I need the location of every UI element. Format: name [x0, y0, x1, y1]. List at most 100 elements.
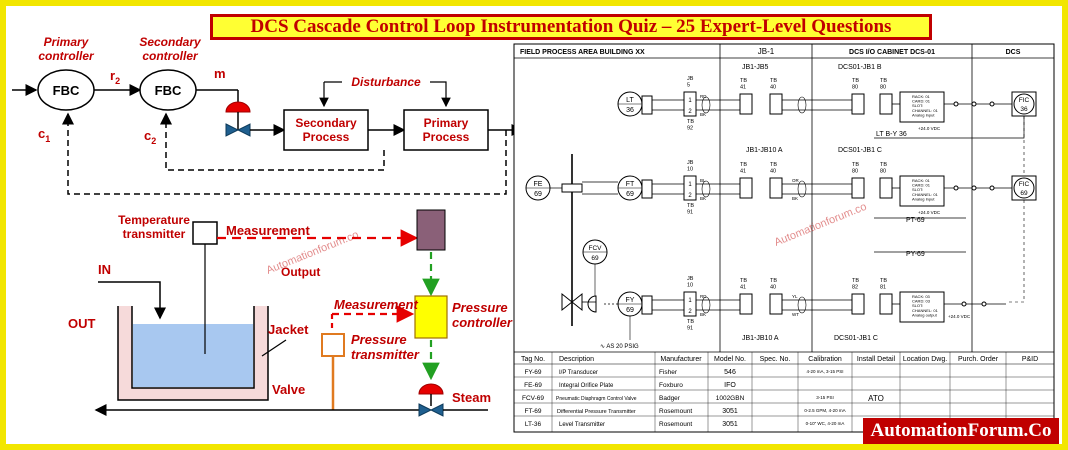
lt36-wire-rd: RD [700, 94, 707, 99]
fy69-tb82 [851, 293, 865, 315]
lt36-node-3 [989, 101, 995, 107]
table-header: P&ID [1022, 356, 1038, 363]
pressure-transmitter-label-line: transmitter [351, 347, 420, 362]
fy69-jb-ref: JB1-JB10 A [742, 335, 779, 342]
lt36-jb-ref: JB1-JB5 [742, 64, 769, 71]
temperature-transmitter-label-line: transmitter [123, 227, 186, 241]
fcv69-number: 69 [591, 255, 599, 262]
fy69-vdc: +24.0 VDC [948, 314, 971, 319]
ft69-wire-or: OR [792, 178, 800, 183]
fy69-wire-yl: YL [792, 294, 798, 299]
output-label: Output [281, 265, 320, 279]
table-cell: FY-69 [524, 369, 541, 376]
lt36-jb-2: 2 [688, 109, 692, 115]
c1-label: c1 [38, 126, 50, 144]
lt36-shield-2 [797, 96, 807, 114]
table-cell: 1002GBN [716, 395, 745, 402]
primary-process-label-line: Process [423, 130, 470, 144]
ft69-terminal [641, 179, 653, 199]
brand-badge: AutomationForum.Co [863, 418, 1059, 444]
ft69-tb80a-label-line: 80 [852, 168, 858, 174]
lt36-shield-1 [701, 96, 711, 114]
table-header: Model No. [714, 356, 746, 363]
lt36-jb-terminal [683, 91, 697, 117]
fy69-number: 69 [626, 307, 634, 314]
lt36-io-card [899, 91, 945, 123]
disturbance-label: Disturbance [351, 75, 421, 89]
ft69-jb-terminal [683, 175, 697, 201]
fcv69-actuator [587, 295, 597, 313]
table-cell: Rosemount [659, 408, 692, 415]
air-supply-wave: ∿ [600, 344, 606, 350]
fy69-node-1 [961, 301, 967, 307]
table-cell: Foxburo [659, 382, 683, 389]
fy69-jb-label-line: 10 [687, 282, 693, 288]
in-feed-arrow [98, 281, 166, 320]
measurement-label-2: Measurement [334, 297, 418, 312]
table-cell: Badger [659, 395, 681, 402]
ft69-tb80b [879, 177, 893, 199]
ft69-jb-1: 1 [688, 182, 692, 188]
table-header: Purch. Order [958, 356, 999, 363]
loop-drawing: FIELD PROCESS AREA BUILDING XX JB-1 DCS … [513, 43, 1055, 433]
lt36-jb-label-line: 5 [687, 82, 690, 88]
fy69-tb81-label-line: 81 [880, 284, 886, 290]
ft69-vdc: +24.0 VDC [918, 210, 941, 215]
lt36-node-1 [953, 101, 959, 107]
fic36-type: FIC [1019, 97, 1030, 104]
fic36-bubble [1013, 93, 1035, 115]
instrument-index-table: Tag No. Description Manufacturer Model N… [514, 351, 1054, 432]
fy69-wire-rd: RD [700, 294, 707, 299]
table-header: Spec. No. [760, 356, 791, 363]
table-header: Location Dwg. [903, 356, 947, 363]
fy69-jb-1: 1 [688, 298, 692, 304]
table-cell: 3-15 PSI [816, 395, 834, 400]
orifice-plate [561, 183, 583, 193]
fy69-tb41-label-line: 41 [740, 284, 746, 290]
section-jb1: JB-1 [758, 47, 775, 56]
primary-process-box [403, 109, 489, 151]
lt36-tb41 [739, 93, 753, 115]
fy69-io-card-text-line: Analog output [912, 312, 938, 317]
c2-label: c2 [144, 128, 156, 146]
fe69-type: FE [534, 181, 543, 188]
fy69-io-card-text-line: CHANNEL: 01 [912, 308, 939, 313]
secondary-controller-label-line: controller [142, 49, 199, 63]
table-cell: 0-2.5 GPM, 4-20 mA [804, 408, 845, 413]
ft69-io-card-text-line: SLOT: [912, 187, 923, 192]
lt36-tag-type: LT [626, 97, 634, 104]
fic69-number: 69 [1020, 190, 1028, 197]
lt36-line-label: LT B-Y 36 [876, 131, 907, 138]
lt36-tb40-label-line: 40 [770, 84, 776, 90]
steam-actuator-icon [418, 383, 444, 395]
temperature-controller-box [416, 209, 446, 251]
fy69-terminal [641, 295, 653, 315]
fy69-tb82-label-line: 82 [852, 284, 858, 290]
lt36-tb-label-line: 92 [687, 125, 693, 131]
lt36-dcs-ref: DCS01-JB1 B [838, 64, 882, 71]
jacket-label: Jacket [268, 322, 309, 337]
ft69-wire-bk2: BK [792, 196, 798, 201]
fcv69-type: FCV [589, 245, 603, 252]
ft69-tb80a [851, 177, 865, 199]
ft69-tb41 [739, 177, 753, 199]
ft69-tb80b-label-line: 80 [880, 168, 886, 174]
